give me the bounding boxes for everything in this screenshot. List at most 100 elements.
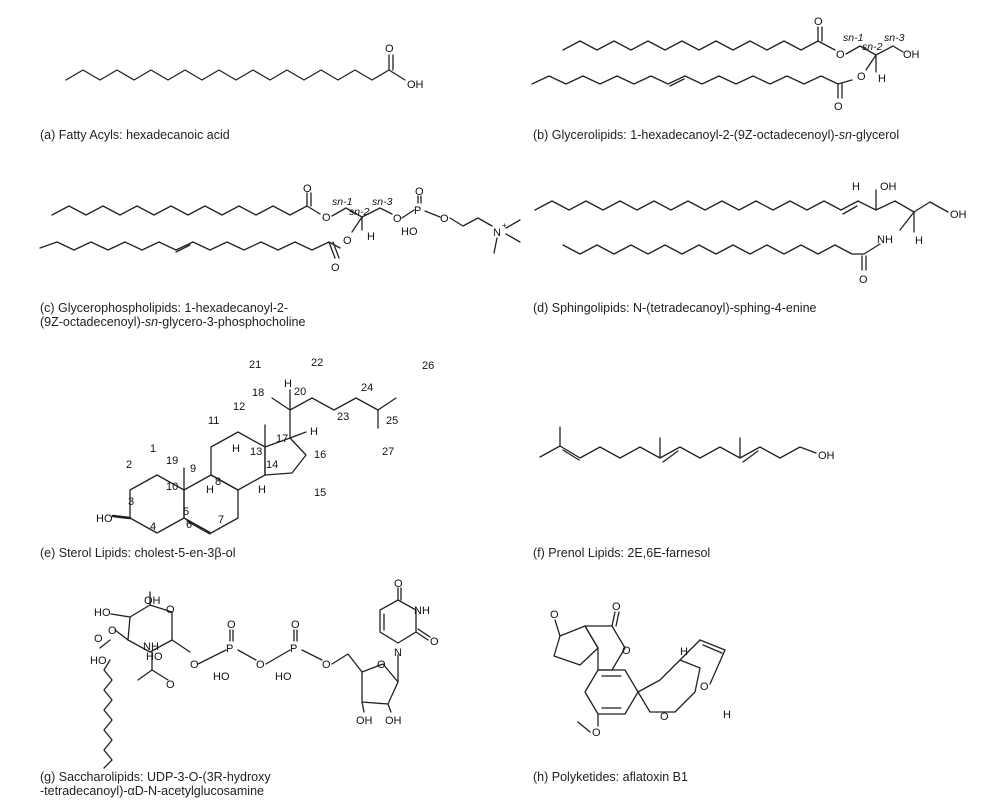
- svg-text:9: 9: [190, 463, 196, 475]
- atom-o: O: [859, 274, 868, 286]
- caption-h: (h) Polyketides: aflatoxin B1: [533, 770, 688, 784]
- atom-ho: HO: [213, 671, 230, 683]
- caption-a: (a) Fatty Acyls: hexadecanoic acid: [40, 128, 230, 142]
- atom-ho: HO: [90, 655, 107, 667]
- atom-o: O: [393, 213, 402, 225]
- svg-text:26: 26: [422, 360, 434, 372]
- structure-g-saccharolipid: O OH HO HO O O HO NH O O P O HO O P O HO…: [90, 578, 439, 769]
- atom-o: O: [190, 659, 199, 671]
- atom-h: H: [680, 646, 688, 658]
- svg-text:27: 27: [382, 446, 394, 458]
- atom-o: O: [343, 235, 352, 247]
- svg-text:3: 3: [128, 496, 134, 508]
- structure-b-glycerolipid: O O sn-1 sn-2 sn-3 OH H O O: [531, 16, 920, 113]
- atom-o: O: [291, 619, 300, 631]
- atom-h: H: [878, 73, 886, 85]
- atom-n: N: [493, 227, 501, 239]
- svg-text:24: 24: [361, 382, 373, 394]
- atom-o: O: [550, 609, 559, 621]
- svg-text:6: 6: [186, 519, 192, 531]
- atom-o: O: [94, 633, 103, 645]
- svg-text:5: 5: [183, 506, 189, 518]
- structure-f-farnesol: OH: [539, 426, 835, 463]
- caption-f: (f) Prenol Lipids: 2E,6E-farnesol: [533, 546, 711, 560]
- svg-text:4: 4: [150, 521, 156, 533]
- atom-p: P: [226, 643, 233, 655]
- label-sn2: sn-2: [862, 41, 883, 53]
- caption-c: (c) Glycerophospholipids: 1-hexadecanoyl…: [40, 301, 306, 329]
- svg-text:7: 7: [218, 514, 224, 526]
- atom-oh: OH: [356, 715, 373, 727]
- label-sn1: sn-1: [843, 32, 863, 44]
- atom-h: H: [284, 378, 292, 390]
- atom-o: O: [592, 727, 601, 739]
- acyl-chain: [562, 244, 865, 255]
- atom-oh: OH: [407, 79, 424, 91]
- hydroxymyristoyl-chain: [103, 659, 113, 769]
- atom-o: O: [377, 659, 386, 671]
- atom-h: H: [723, 709, 731, 721]
- svg-text:25: 25: [386, 415, 398, 427]
- atom-h: H: [310, 426, 318, 438]
- atom-h: H: [258, 484, 266, 496]
- atom-o: O: [836, 49, 845, 61]
- structure-c-glycerophospholipid: O O sn-1 sn-2 sn-3 O P O HO O N + H O O: [39, 183, 521, 274]
- atom-nh: NH: [143, 641, 159, 653]
- structure-e-cholesterol: H H H H H HO 1 2 3 4 5 6 7 8 9 10 11 12 …: [96, 357, 434, 535]
- atom-h: H: [915, 235, 923, 247]
- atom-h: H: [232, 443, 240, 455]
- charge-plus: +: [502, 221, 507, 230]
- atom-h: H: [206, 484, 214, 496]
- svg-text:20: 20: [294, 386, 306, 398]
- atom-ho: HO: [146, 651, 163, 663]
- label-sn2: sn-2: [349, 206, 370, 218]
- atom-o: O: [834, 101, 843, 113]
- atom-h: H: [367, 231, 375, 243]
- atom-h: H: [852, 181, 860, 193]
- svg-text:17: 17: [276, 433, 288, 445]
- oleoyl-chain: [531, 75, 853, 85]
- atom-o: O: [227, 619, 236, 631]
- atom-oh: OH: [385, 715, 402, 727]
- svg-text:16: 16: [314, 449, 326, 461]
- atom-o: O: [814, 16, 823, 28]
- atom-o: O: [322, 659, 331, 671]
- atom-o: O: [385, 43, 394, 55]
- label-sn3: sn-3: [372, 196, 393, 208]
- svg-text:19: 19: [166, 455, 178, 467]
- atom-oh: OH: [818, 450, 835, 462]
- caption-b: (b) Glycerolipids: 1-hexadecanoyl-2-(9Z-…: [533, 128, 900, 142]
- carbon-numbering: 1 2 3 4 5 6 7 8 9 10 11 12 13 14 15 16 1…: [126, 357, 434, 533]
- atom-o: O: [256, 659, 265, 671]
- svg-text:15: 15: [314, 487, 326, 499]
- atom-o: O: [394, 578, 403, 590]
- svg-text:2: 2: [126, 459, 132, 471]
- caption-g: (g) Saccharolipids: UDP-3-O-(3R-hydroxy …: [40, 770, 271, 798]
- svg-text:1: 1: [150, 443, 156, 455]
- atom-o: O: [166, 604, 175, 616]
- svg-text:13: 13: [250, 446, 262, 458]
- atom-o: O: [660, 711, 669, 723]
- atom-o: O: [440, 213, 449, 225]
- svg-text:12: 12: [233, 401, 245, 413]
- atom-o: O: [322, 212, 331, 224]
- atom-oh: OH: [144, 595, 161, 607]
- atom-oh: OH: [950, 209, 967, 221]
- svg-text:8: 8: [215, 476, 221, 488]
- atom-n: N: [394, 647, 402, 659]
- atom-nh: NH: [414, 605, 430, 617]
- acyl-chain: [65, 69, 406, 81]
- atom-o: O: [415, 186, 424, 198]
- atom-ho: HO: [401, 226, 418, 238]
- atom-ho: HO: [94, 607, 111, 619]
- svg-text:18: 18: [252, 387, 264, 399]
- atom-p: P: [290, 643, 297, 655]
- svg-text:21: 21: [249, 359, 261, 371]
- atom-o: O: [430, 636, 439, 648]
- atom-o: O: [857, 71, 866, 83]
- structure-h-aflatoxin-b1: O O O O O O H H: [550, 601, 731, 739]
- atom-o: O: [166, 679, 175, 691]
- structure-d-sphingolipid: H OH OH H NH O: [534, 181, 967, 286]
- atom-o: O: [303, 183, 312, 195]
- atom-o: O: [108, 625, 117, 637]
